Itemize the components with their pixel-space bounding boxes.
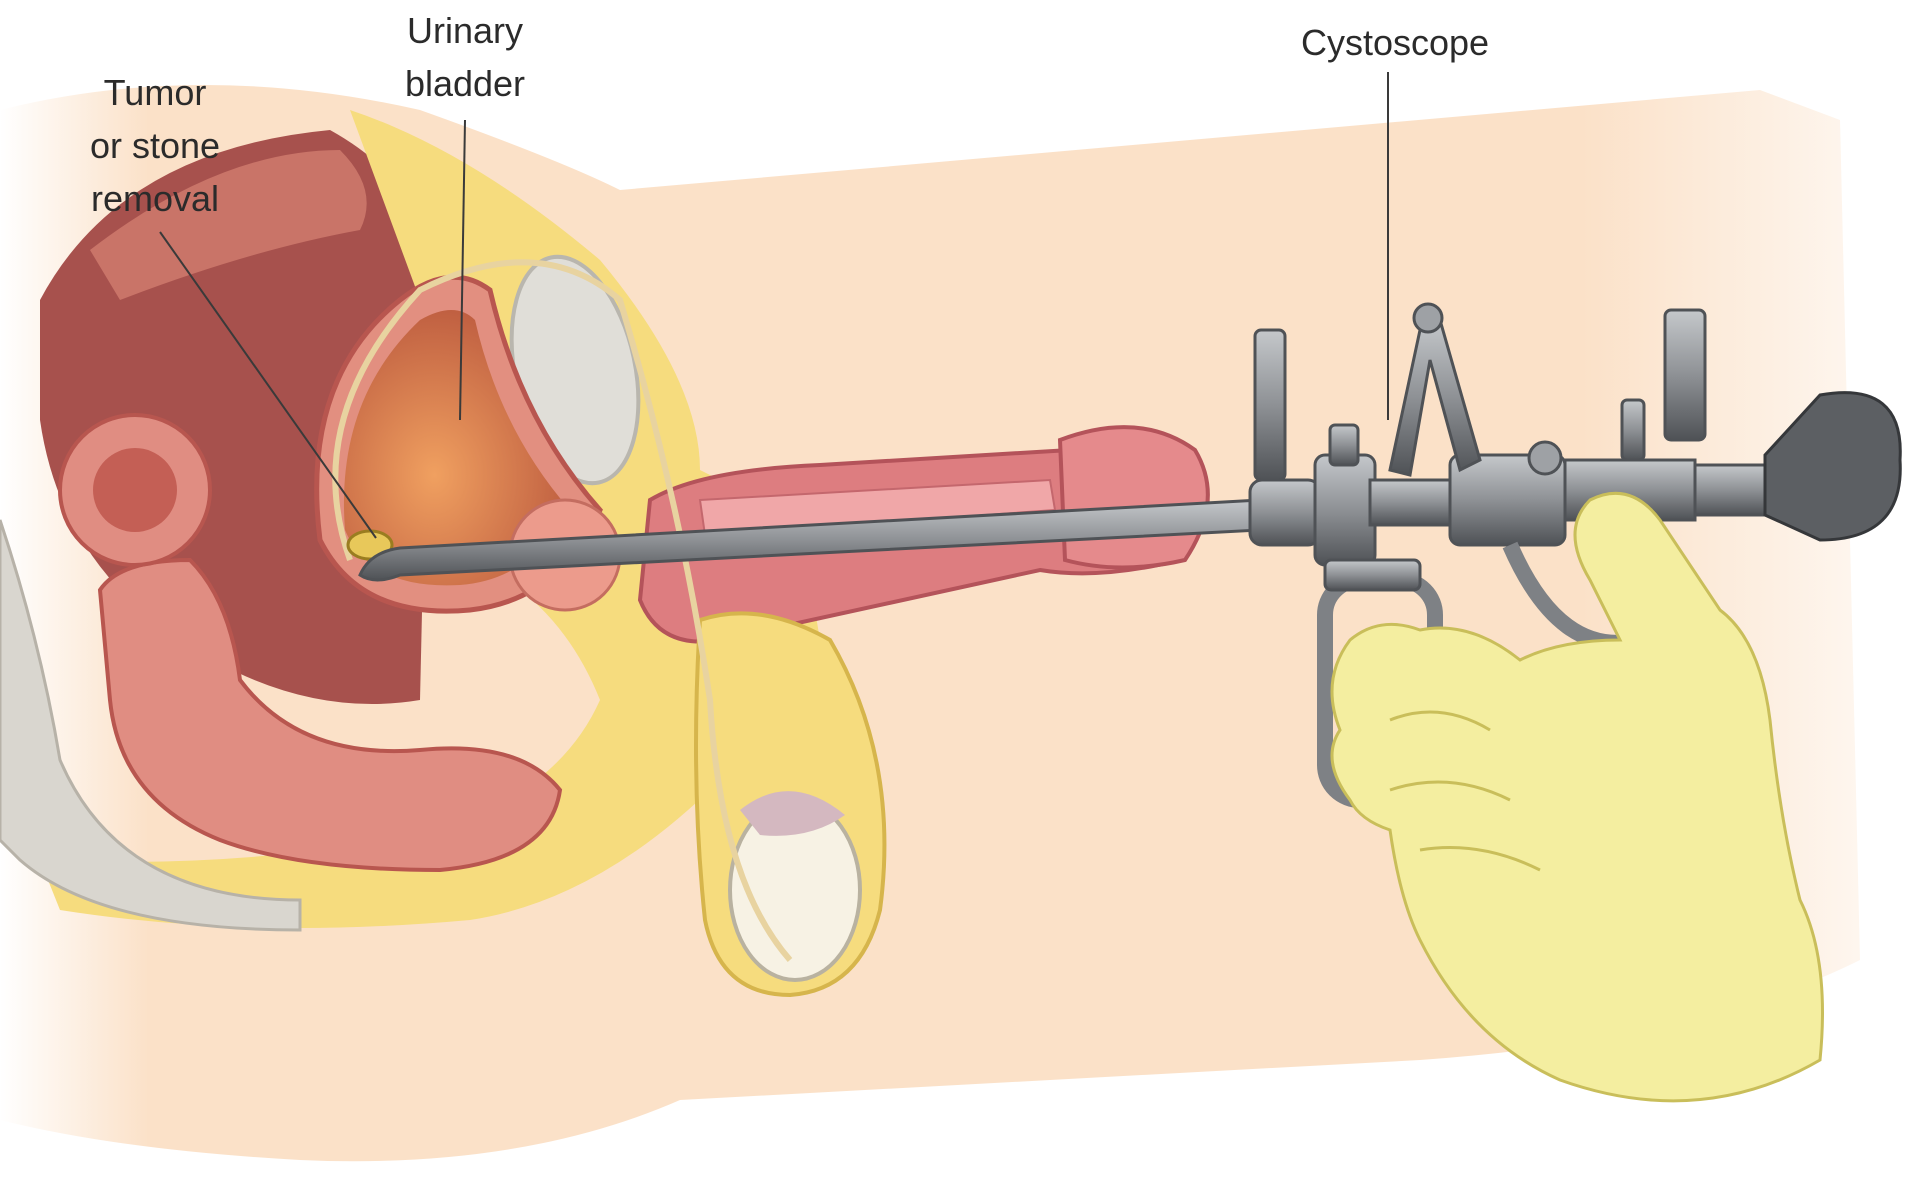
cystoscope-label: Cystoscope — [1255, 16, 1535, 69]
cystoscope-label-text: Cystoscope — [1300, 22, 1490, 63]
vas-deferens — [332, 259, 793, 962]
gloved-hand — [1330, 491, 1824, 1103]
epididymis — [740, 791, 845, 836]
rectum — [97, 557, 563, 873]
tumor-or-stone-removal-label: Tumor or stone removal — [55, 66, 255, 225]
bladder-interior — [343, 310, 570, 586]
tumor-label-line-3: removal — [90, 178, 220, 219]
bladder-label-line-1: Urinary — [406, 10, 523, 51]
bladder-leader-line — [459, 119, 466, 421]
abdominal-wall — [90, 150, 367, 300]
urinary-bladder-label: Urinary bladder — [380, 4, 550, 110]
tumor-label-line-2: or stone — [89, 125, 221, 166]
tumor-label-line-1: Tumor — [103, 72, 207, 113]
sacrum — [0, 519, 302, 932]
glans — [1057, 425, 1210, 570]
cystoscope-sheath — [358, 498, 1262, 582]
colon-lumen — [93, 448, 177, 532]
bladder-label-line-2: bladder — [404, 63, 526, 104]
tumor-leader-line — [159, 231, 377, 539]
